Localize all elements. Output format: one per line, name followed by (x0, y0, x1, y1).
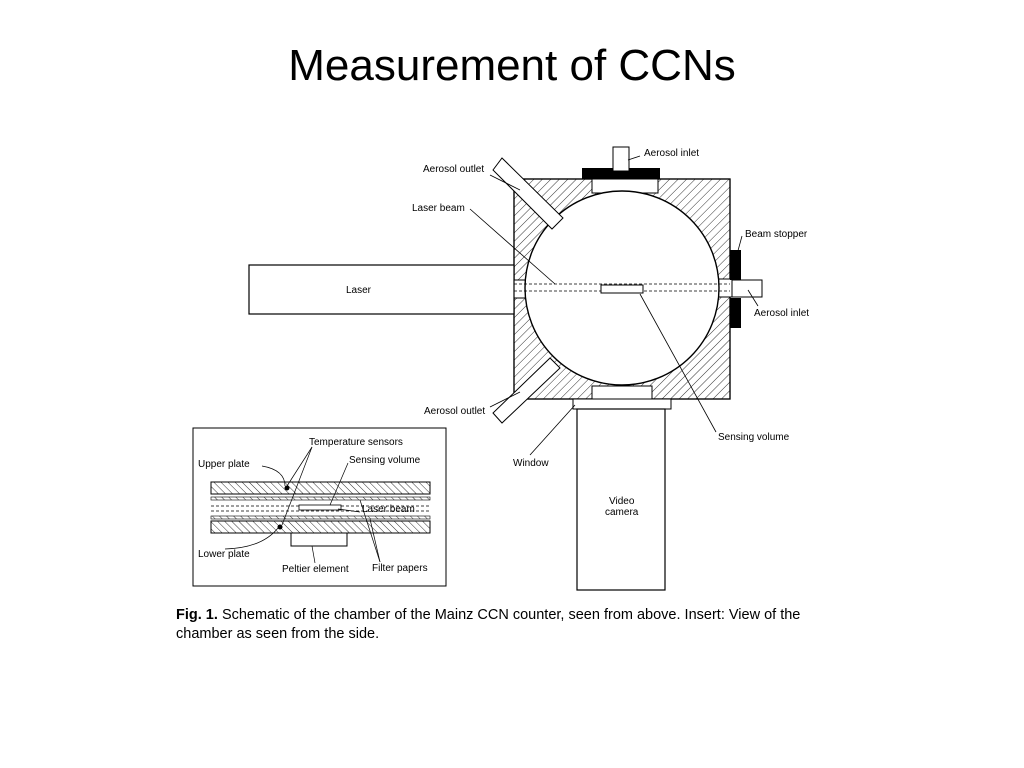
label-aerosol-outlet-top: Aerosol outlet (423, 164, 484, 175)
label-aerosol-outlet-bottom: Aerosol outlet (424, 406, 485, 417)
label-laser-beam: Laser beam (412, 203, 465, 214)
insert-label-peltier-element: Peltier element (282, 564, 349, 575)
insert-label-filter-papers: Filter papers (372, 563, 428, 574)
label-video-camera-1: Video (609, 496, 635, 507)
label-aerosol-inlet-top: Aerosol inlet (644, 148, 699, 159)
slide-title: Measurement of CCNs (288, 41, 736, 90)
window-plate (572, 398, 672, 410)
label-laser: Laser (346, 285, 372, 296)
insert-label-sensing-volume: Sensing volume (349, 455, 421, 466)
label-video-camera-2: camera (605, 507, 639, 518)
leader-lines (469, 155, 759, 456)
figure-caption: Fig. 1. Schematic of the chamber of the … (176, 606, 856, 644)
insert-label-temperature-sensors: Temperature sensors (309, 437, 403, 448)
insert-label-lower-plate: Lower plate (198, 549, 250, 560)
label-beam-stopper: Beam stopper (745, 229, 808, 240)
insert-label-laser-beam: Laser beam (362, 504, 415, 515)
insert-side-view (192, 427, 447, 587)
video-camera-box (576, 408, 666, 591)
figure-caption-text: Schematic of the chamber of the Mainz CC… (176, 607, 801, 642)
laser-box (248, 264, 515, 315)
beam-stopper-assembly (730, 250, 763, 328)
aerosol-inlet-top (582, 146, 660, 179)
aerosol-outlet-top-tube (492, 157, 564, 230)
figure-caption-label: Fig. 1. (176, 607, 218, 623)
aerosol-outlet-bottom-tube (492, 357, 561, 424)
sensing-volume-rect (600, 284, 644, 294)
label-aerosol-inlet-right: Aerosol inlet (754, 308, 809, 319)
label-window: Window (513, 458, 549, 469)
label-sensing-volume: Sensing volume (718, 432, 790, 443)
insert-label-upper-plate: Upper plate (198, 459, 250, 470)
